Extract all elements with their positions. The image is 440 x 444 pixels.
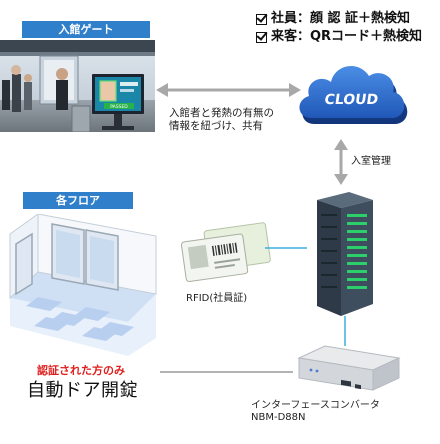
- checkbox-icon: [256, 31, 267, 43]
- link-note: 入館者と発熱の有無の 情報を紐づけ、共有: [169, 107, 274, 133]
- converter-label-line1: インターフェースコンバータ: [251, 400, 380, 411]
- checkbox-icon: [256, 13, 267, 25]
- check-visitor-label: 来客：QRコード＋熱検知: [271, 29, 423, 44]
- link-note-line2: 情報を紐づけ、共有: [169, 120, 263, 132]
- link-note-line1: 入館者と発熱の有無の: [169, 107, 274, 119]
- automatic-door-illustration: [6, 213, 158, 362]
- auto-door-unlock-label: 自動ドア開錠: [27, 380, 138, 401]
- converter-model: NBM-D88N: [251, 412, 306, 423]
- interface-converter-icon: [291, 344, 401, 400]
- entrance-gate-photo: PASSED: [0, 40, 155, 132]
- converter-label: インターフェースコンバータ NBM-D88N: [251, 400, 380, 424]
- authenticated-only-note: 認証された方のみ: [37, 364, 125, 377]
- check-visitor: 来客：QRコード＋熱検知: [256, 28, 422, 46]
- authentication-checklist: 社員：顔 認 証＋熱検知 来客：QRコード＋熱検知: [256, 10, 422, 46]
- cloud-icon: CLOUD: [293, 52, 411, 136]
- passed-screen-text: PASSED: [110, 104, 128, 110]
- cloud-label: CLOUD: [323, 92, 379, 108]
- floor-banner: 各フロア: [23, 192, 133, 209]
- check-employee: 社員：顔 認 証＋熱検知: [256, 10, 422, 28]
- in-room-management-label: 入室管理: [351, 156, 391, 167]
- check-employee-label: 社員：顔 認 証＋熱検知: [271, 11, 411, 26]
- cloud-server-arrow: [334, 139, 348, 189]
- entrance-gate-banner: 入館ゲート: [22, 21, 150, 38]
- rfid-card-icon: [177, 222, 277, 288]
- rfid-label: RFID(社員証): [186, 293, 248, 304]
- gate-cloud-arrow: [156, 82, 301, 102]
- server-icon: [307, 192, 379, 322]
